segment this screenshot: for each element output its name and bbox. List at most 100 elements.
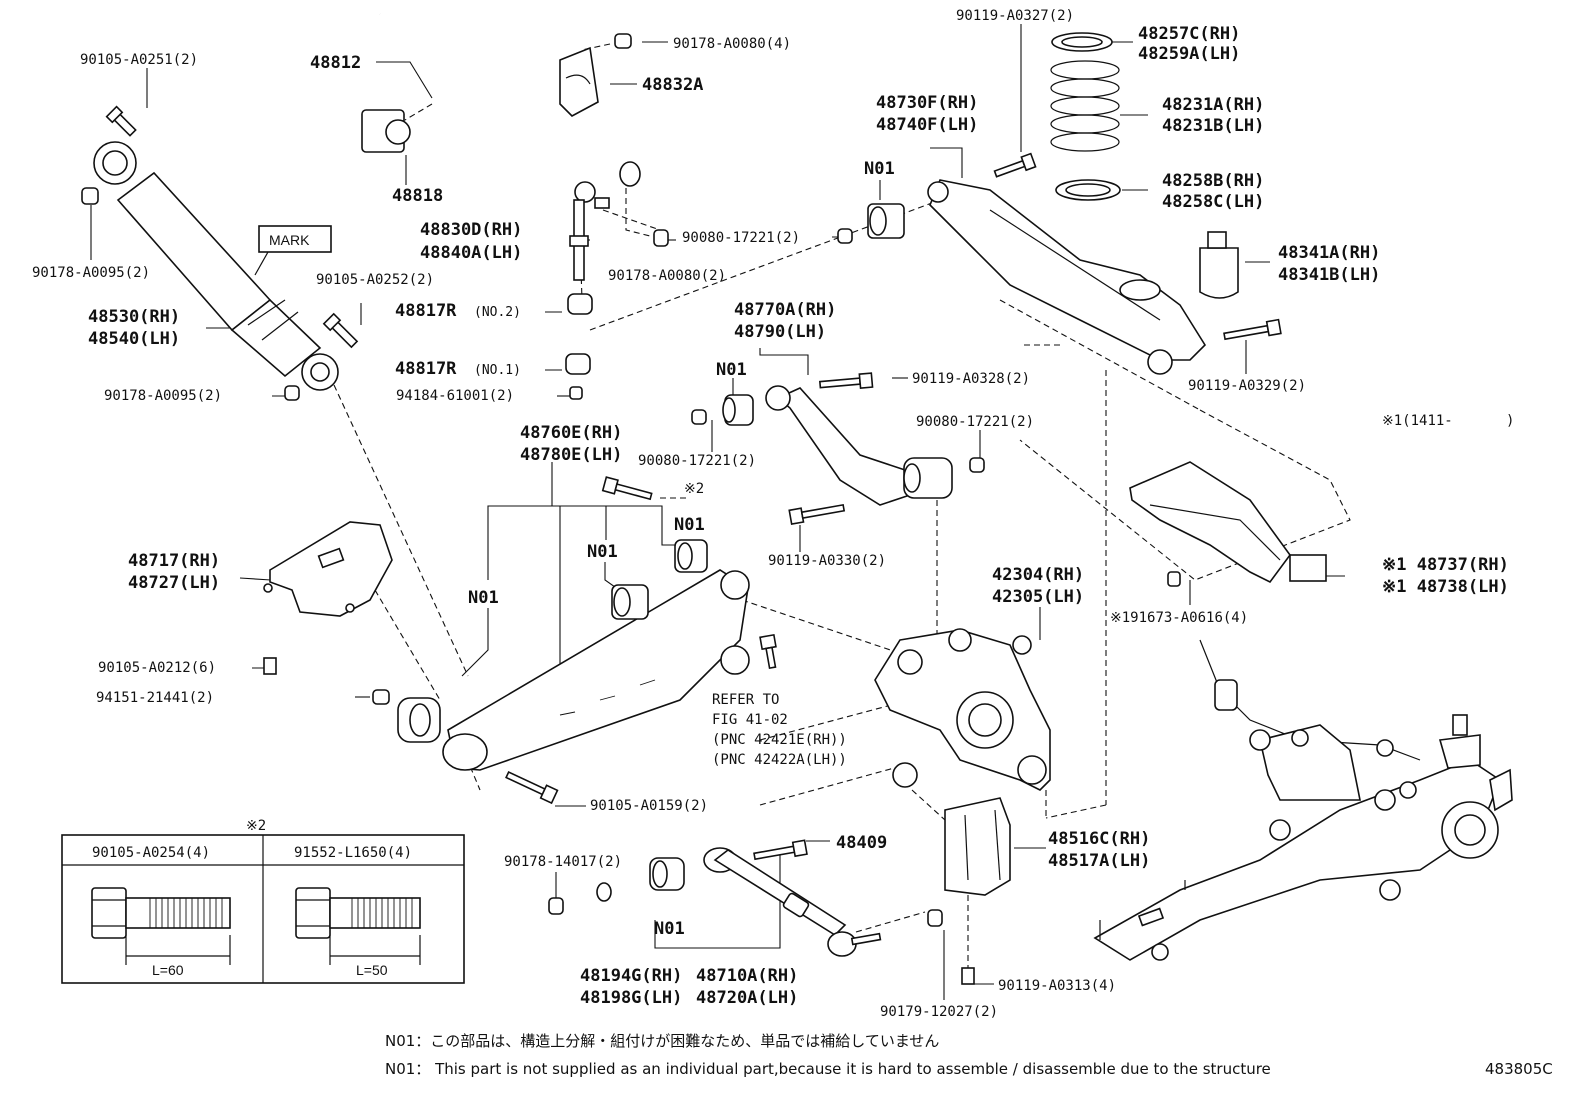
n01-label-lower-arm-front: N01	[468, 588, 499, 608]
n01-label-lower-arm-mid: N01	[587, 542, 618, 562]
lower-control-arm	[372, 476, 777, 805]
label-mark: MARK	[269, 232, 310, 248]
label-90105-a0252: 90105-A0252(2)	[316, 272, 434, 288]
label-48812: 48812	[310, 53, 361, 73]
inset-labels: ※2 90105-A0254(4) 91552-L1650(4) L=60 L=…	[92, 818, 412, 978]
footnote-japanese: N01：この部品は、構造上分解・組付けが困難なため、単品では補給していません	[385, 1032, 939, 1050]
label-48516c: 48516C(RH)	[1048, 829, 1150, 849]
label-refer-line-2: FIG 41-02	[712, 712, 788, 728]
label-48231a: 48231A(RH)	[1162, 95, 1264, 115]
label-48840a: 48840A(LH)	[420, 243, 522, 263]
label-90105-a0159: 90105-A0159(2)	[590, 798, 708, 814]
bolt-90105-a0254-drawing	[91, 887, 231, 965]
label-48540: 48540(LH)	[88, 329, 180, 349]
label-90119-a0328: 90119-A0328(2)	[912, 371, 1030, 387]
footnotes: N01：この部品は、構造上分解・組付けが困難なため、単品では補給していません N…	[385, 1032, 1553, 1078]
label-ref1-close: )	[1506, 413, 1514, 429]
label-48730f: 48730F(RH)	[876, 93, 978, 113]
label-48817r-no2-note: (NO.2)	[474, 305, 521, 320]
protector-48737	[1129, 461, 1327, 587]
label-48231b: 48231B(LH)	[1162, 116, 1264, 136]
inset-col1-header: 90105-A0254(4)	[92, 845, 210, 861]
stabilizer-bar	[361, 9, 641, 187]
label-90080-17221-a: 90080-17221(2)	[682, 230, 800, 246]
label-48727: 48727(LH)	[128, 573, 220, 593]
label-48257c: 48257C(RH)	[1138, 24, 1240, 44]
label-48530: 48530(RH)	[88, 307, 180, 327]
label-90178-a0095-a: 90178-A0095(2)	[32, 265, 150, 281]
lateral-link-48710a	[548, 839, 943, 957]
label-48760e: 48760E(RH)	[520, 423, 622, 443]
label-48740f: 48740F(LH)	[876, 115, 978, 135]
label-90178-a0080-b: 90178-A0080(2)	[608, 268, 726, 284]
label-90178-a0095-b: 90178-A0095(2)	[104, 388, 222, 404]
label-90080-17221-c: 90080-17221(2)	[916, 414, 1034, 430]
n01-labels: N01 N01 N01 N01 N01 N01	[468, 159, 895, 939]
label-refer-line-1: REFER TO	[712, 692, 779, 708]
label-48258b: 48258B(RH)	[1162, 171, 1264, 191]
bracket-48516c	[944, 797, 1011, 985]
label-90119-a0330: 90119-A0330(2)	[768, 553, 886, 569]
n01-label-upper-arm: N01	[716, 360, 747, 380]
label-48737: ※1 48737(RH)	[1382, 555, 1509, 575]
coil-spring	[993, 32, 1239, 299]
label-90119-a0313: 90119-A0313(4)	[998, 978, 1116, 994]
label-90119-a0329: 90119-A0329(2)	[1188, 378, 1306, 394]
inset-col2-header: 91552-L1650(4)	[294, 845, 412, 861]
label-90105-a0212: 90105-A0212(6)	[98, 660, 216, 676]
inset-col2-length: L=50	[356, 962, 388, 978]
inset-col1-length: L=60	[152, 962, 184, 978]
bracket-48717	[263, 521, 393, 675]
assembly-dashed-lines	[333, 43, 1351, 970]
label-48720a: 48720A(LH)	[696, 988, 798, 1008]
label-refer-line-3: (PNC 42421E(RH))	[712, 732, 847, 748]
label-48780e: 48780E(LH)	[520, 445, 622, 465]
label-90105-a0251: 90105-A0251(2)	[80, 52, 198, 68]
label-48832a: 48832A	[642, 75, 703, 95]
label-ref2: ※2	[684, 481, 704, 497]
bushings-48817r	[565, 293, 593, 400]
n01-label-spring-arm: N01	[864, 159, 895, 179]
label-94184-61001: 94184-61001(2)	[396, 388, 514, 404]
label-48818: 48818	[392, 186, 443, 206]
label-48258c: 48258C(LH)	[1162, 192, 1264, 212]
label-48517a: 48517A(LH)	[1048, 851, 1150, 871]
label-94151-21441: 94151-21441(2)	[96, 690, 214, 706]
label-90119-a0327: 90119-A0327(2)	[956, 8, 1074, 24]
label-48817r-no1-note: (NO.1)	[474, 363, 521, 378]
knuckle-42304	[874, 628, 1051, 791]
label-48830d: 48830D(RH)	[420, 220, 522, 240]
label-48710a: 48710A(RH)	[696, 966, 798, 986]
label-90178-a0080-top: 90178-A0080(4)	[673, 36, 791, 52]
part-labels: 90105-A0251(2) 48812 90178-A0080(4) 4883…	[32, 8, 1514, 1020]
label-48194g: 48194G(RH)	[580, 966, 682, 986]
inset-marker: ※2	[246, 818, 266, 834]
label-48198g: 48198G(LH)	[580, 988, 682, 1008]
bolt-inset-box	[61, 834, 465, 984]
lower-spring-arm	[837, 179, 1282, 375]
label-42304: 42304(RH)	[992, 565, 1084, 585]
assembly-illustration	[1093, 639, 1513, 961]
n01-label-lateral-link: N01	[654, 919, 685, 939]
label-48817r-no1: 48817R	[395, 359, 457, 379]
shock-absorber	[81, 105, 359, 401]
label-90178-14017: 90178-14017(2)	[504, 854, 622, 870]
label-48259a: 48259A(LH)	[1138, 44, 1240, 64]
figure-id: 483805C	[1485, 1060, 1553, 1078]
label-191673-a0616: ※191673-A0616(4)	[1110, 610, 1248, 626]
n01-label-lower-arm-rear: N01	[674, 515, 705, 535]
label-48409: 48409	[836, 833, 887, 853]
label-90179-12027: 90179-12027(2)	[880, 1004, 998, 1020]
label-ref1-range: ※1(1411-	[1382, 413, 1453, 429]
label-48770a: 48770A(RH)	[734, 300, 836, 320]
label-refer-line-4: (PNC 42422A(LH))	[712, 752, 847, 768]
label-48717: 48717(RH)	[128, 551, 220, 571]
label-48817r-no2: 48817R	[395, 301, 457, 321]
label-90080-17221-b: 90080-17221(2)	[638, 453, 756, 469]
bolt-91552-l1650-drawing	[295, 887, 421, 965]
label-48341b: 48341B(LH)	[1278, 265, 1380, 285]
footnote-english: N01： This part is not supplied as an ind…	[385, 1060, 1271, 1078]
label-48341a: 48341A(RH)	[1278, 243, 1380, 263]
label-48790: 48790(LH)	[734, 322, 826, 342]
